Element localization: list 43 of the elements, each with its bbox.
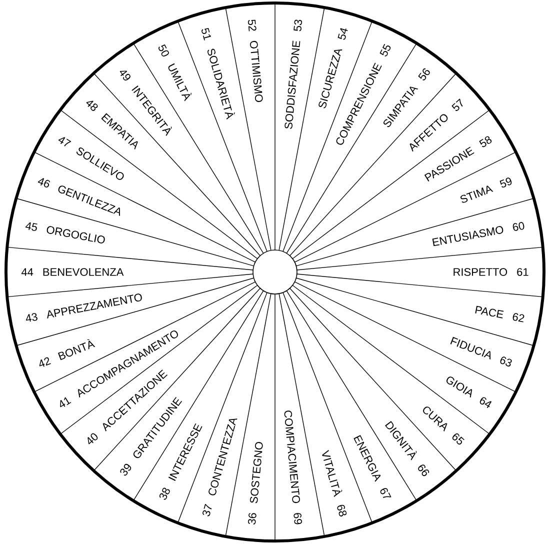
sector-number: 66 xyxy=(418,464,430,476)
sector-number: 38 xyxy=(159,488,170,500)
sector-number: 50 xyxy=(158,44,169,56)
sector-word: SOSTEGNO xyxy=(250,442,263,504)
sector-number: 62 xyxy=(512,313,524,322)
sector-word: PACE xyxy=(475,306,504,318)
sector-number: 40 xyxy=(88,433,98,444)
sector-number: 45 xyxy=(25,222,38,231)
sector-number: 48 xyxy=(86,100,98,111)
sector-number: 52 xyxy=(248,20,256,32)
sector-number: 68 xyxy=(337,504,347,516)
sector-number: 57 xyxy=(452,98,463,111)
sector-word: COMPIACIMENTO xyxy=(284,410,300,504)
sector-word: STIMA xyxy=(460,186,494,203)
sector-number: 64 xyxy=(480,397,492,408)
sector-number: 43 xyxy=(26,313,38,322)
sector-number: 58 xyxy=(479,136,492,148)
sector-word: RISPETTO xyxy=(454,268,508,276)
sector-number: 61 xyxy=(517,268,528,276)
sector-number: 47 xyxy=(58,137,72,146)
sector-number: 44 xyxy=(21,268,34,276)
sector-word: ORGOGLIO xyxy=(46,226,105,244)
sector-number: 65 xyxy=(452,433,464,445)
sector-number: 42 xyxy=(39,357,51,367)
sector-number: 41 xyxy=(60,397,72,408)
sector-word: OTTIMISMO xyxy=(250,40,263,102)
sector-number: 37 xyxy=(202,504,212,516)
sector-number: 53 xyxy=(294,20,302,32)
sector-number: 36 xyxy=(248,513,256,524)
sector-number: 55 xyxy=(380,44,391,56)
sector-number: 56 xyxy=(418,68,430,80)
sector-number: 63 xyxy=(500,356,512,366)
sector-word: SODDISFAZIONE xyxy=(284,40,300,129)
sector-word: BENEVOLENZA xyxy=(43,268,124,276)
sector-number: 54 xyxy=(338,28,348,40)
sector-number: 59 xyxy=(500,178,512,188)
sector-number: 49 xyxy=(120,70,130,81)
sector-number: 51 xyxy=(202,28,211,40)
sector-number: 39 xyxy=(120,464,132,476)
sector-number: 67 xyxy=(380,488,392,498)
sector-number: 69 xyxy=(294,513,302,524)
sector-number: 60 xyxy=(512,222,524,231)
sector-number: 46 xyxy=(38,178,50,188)
